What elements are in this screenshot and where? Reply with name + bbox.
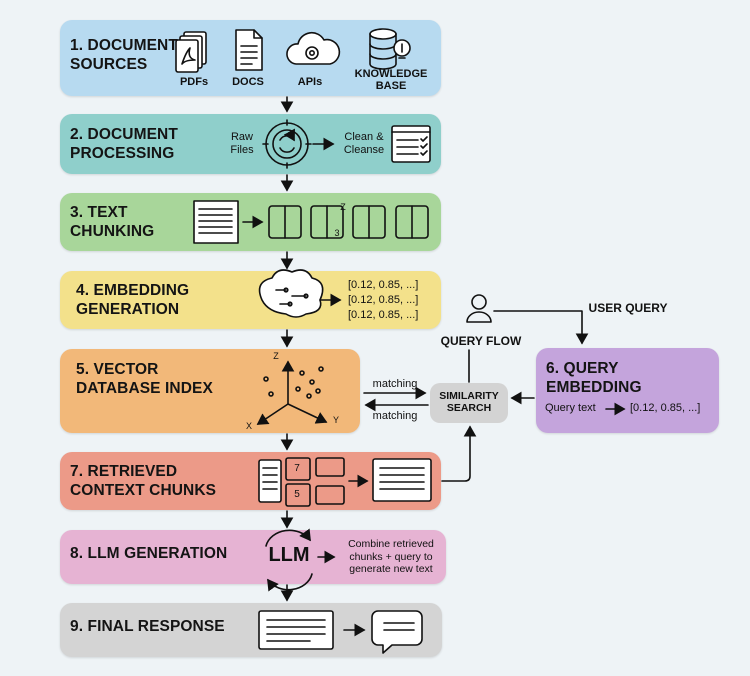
- query-embedding-title: 6. QUERY EMBEDDING: [546, 360, 642, 396]
- query-embedding-box: 6. QUERY EMBEDDING Query text [0.12, 0.8…: [536, 348, 719, 433]
- user-query-label: USER QUERY: [588, 301, 668, 315]
- axis-z-label: Z: [273, 351, 279, 361]
- chunk-digit: 3: [334, 228, 340, 238]
- step-title: 5. VECTOR DATABASE INDEX: [76, 361, 213, 397]
- chat-bubble-icon: [371, 610, 423, 654]
- docs-label: DOCS: [232, 76, 264, 88]
- step-title: 1. DOCUMENT SOURCES: [70, 37, 178, 73]
- pdf-icon: [175, 31, 207, 73]
- llm-cycle-icon: [265, 528, 313, 592]
- similarity-search-label: SIMILARITY SEARCH: [439, 390, 499, 414]
- similarity-search-node: SIMILARITY SEARCH: [430, 383, 508, 423]
- chunk-digit: 5: [294, 489, 300, 500]
- step-title: 7. RETRIEVED CONTEXT CHUNKS: [70, 463, 217, 499]
- user-icon: [466, 294, 492, 323]
- chunk-digit: 7: [294, 463, 300, 474]
- pdfs-label: PDFs: [179, 76, 209, 88]
- step-title: 8. LLM GENERATION: [70, 545, 228, 562]
- document-icon: [372, 458, 432, 502]
- llm-label: LLM: [268, 544, 310, 566]
- gear-refresh-icon: [262, 119, 312, 169]
- matching-top-label: matching: [372, 378, 418, 390]
- cloud-gear-icon: [286, 31, 341, 65]
- axis-y-label: Y: [332, 415, 339, 425]
- query-flow-label: QUERY FLOW: [440, 334, 522, 348]
- llm-description: Combine retrieved chunks + query to gene…: [348, 538, 434, 575]
- retrieved-chunks-icon: [258, 457, 345, 507]
- step-embedding-generation: 4. EMBEDDING GENERATION: [60, 271, 441, 329]
- step-document-processing: 2. DOCUMENT PROCESSING: [60, 114, 441, 174]
- step-title: 4. EMBEDDING GENERATION: [76, 282, 190, 318]
- database-bulb-icon: [369, 28, 411, 70]
- raw-files-label: Raw Files: [230, 131, 254, 156]
- axis-x-label: X: [245, 421, 252, 431]
- user-query-arrow: [493, 310, 589, 345]
- step-title: 2. DOCUMENT PROCESSING: [70, 126, 178, 162]
- query-vector: [0.12, 0.85, ...]: [630, 402, 701, 414]
- knowledge-base-label: KNOWLEDGE BASE: [354, 68, 428, 92]
- chunks-to-search-line: [441, 425, 477, 482]
- apis-label: APIs: [297, 76, 323, 88]
- step-llm-generation: 8. LLM GENERATION: [60, 530, 446, 584]
- step-title: 3. TEXT CHUNKING: [70, 204, 155, 240]
- query-text-label: Query text: [545, 402, 596, 414]
- puzzle-piece-icon: [268, 205, 429, 239]
- text-document-icon: [193, 200, 239, 244]
- 3d-axes-icon: [256, 360, 328, 425]
- matching-bottom-label: matching: [372, 410, 418, 422]
- step-vector-database-index: 5. VECTOR DATABASE INDEX: [60, 349, 360, 433]
- clean-cleanse-label: Clean & Cleanse: [343, 131, 385, 156]
- response-document-icon: [258, 610, 334, 650]
- brain-icon: [258, 269, 324, 318]
- embedding-vectors: [0.12, 0.85, ...] [0.12, 0.85, ...] [0.1…: [348, 279, 419, 321]
- checklist-icon: [391, 125, 431, 163]
- step-title: 9. FINAL RESPONSE: [70, 618, 225, 635]
- document-icon: [235, 29, 263, 71]
